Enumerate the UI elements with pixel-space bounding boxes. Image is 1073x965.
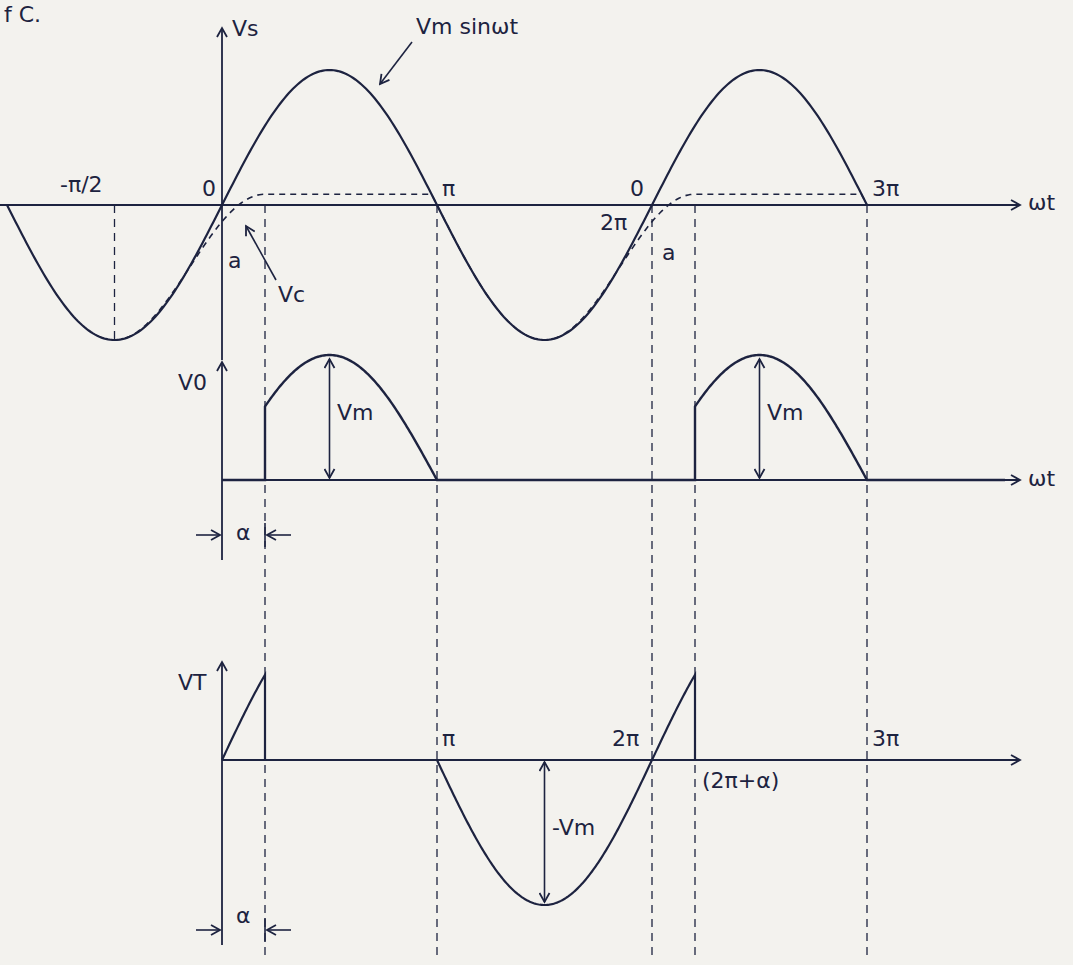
page-fragment: f C. (4, 2, 41, 28)
axis-name: VT (178, 670, 207, 696)
angle-mark: π (442, 176, 455, 202)
point-mark: a (228, 248, 241, 274)
angle-mark: 3π (872, 176, 899, 202)
axis-name: V0 (178, 370, 207, 396)
axis-name: ωt (1028, 466, 1055, 492)
point-mark: a (662, 240, 675, 266)
angle-mark: 3π (872, 726, 899, 752)
angle-mark: 0 (630, 176, 644, 202)
source-sine (7, 70, 867, 340)
projection-lines (115, 205, 868, 955)
firing-angle: α (236, 520, 251, 546)
capacitor-voltage (115, 194, 868, 340)
amplitude-label: -Vm (552, 815, 595, 841)
angle-mark: 2π (612, 726, 639, 752)
curve-label: Vc (278, 282, 305, 308)
axes (0, 28, 1020, 945)
dimension-arrows (196, 42, 760, 942)
angle-mark: -π/2 (60, 172, 103, 198)
output-voltage (222, 355, 1005, 480)
amplitude-label: Vm (767, 400, 803, 426)
firing-angle: α (236, 903, 251, 929)
angle-mark: 2π (600, 210, 627, 236)
axis-name: ωt (1028, 190, 1055, 216)
angle-mark: π (442, 726, 455, 752)
curve-label: Vm sinωt (416, 14, 518, 40)
axis-name: Vs (232, 16, 259, 42)
angle-mark: 0 (202, 176, 216, 202)
amplitude-label: Vm (337, 400, 373, 426)
angle-mark: (2π+α) (702, 768, 779, 794)
thyristor-voltage (222, 675, 1005, 905)
